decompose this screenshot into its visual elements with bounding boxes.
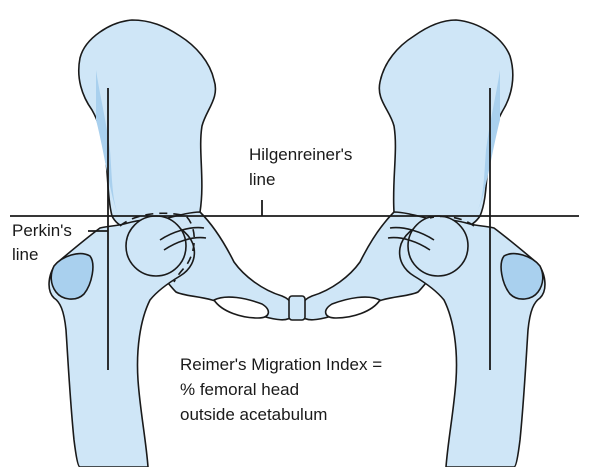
hilgenreiner-label-line1: Hilgenreiner's bbox=[249, 145, 353, 164]
left-ilium-shade bbox=[96, 70, 118, 214]
hilgenreiner-label-line2: line bbox=[249, 170, 276, 189]
reimer-label-line2: % femoral head bbox=[180, 380, 300, 399]
reimer-label-line1: Reimer's Migration Index = bbox=[180, 355, 383, 374]
left-obturator bbox=[213, 296, 270, 319]
right-acetabulum-dashed bbox=[429, 215, 475, 227]
right-trochanter bbox=[500, 252, 544, 300]
right-ilium-shade bbox=[476, 70, 500, 214]
pubic-symphysis bbox=[288, 295, 306, 321]
right-femoral-head bbox=[407, 215, 469, 277]
right-physis-2 bbox=[387, 236, 431, 251]
perkin-label-line1: Perkin's bbox=[12, 221, 72, 241]
left-physis bbox=[159, 226, 205, 241]
left-acetabulum-dashed bbox=[119, 212, 196, 283]
left-femoral-head bbox=[125, 215, 187, 277]
right-physis bbox=[389, 226, 435, 241]
right-obturator bbox=[324, 296, 381, 319]
perkin-label-line2: line bbox=[12, 245, 39, 265]
left-physis-2 bbox=[163, 236, 207, 251]
left-trochanter bbox=[50, 252, 94, 300]
reimer-label-line3: outside acetabulum bbox=[180, 405, 328, 424]
